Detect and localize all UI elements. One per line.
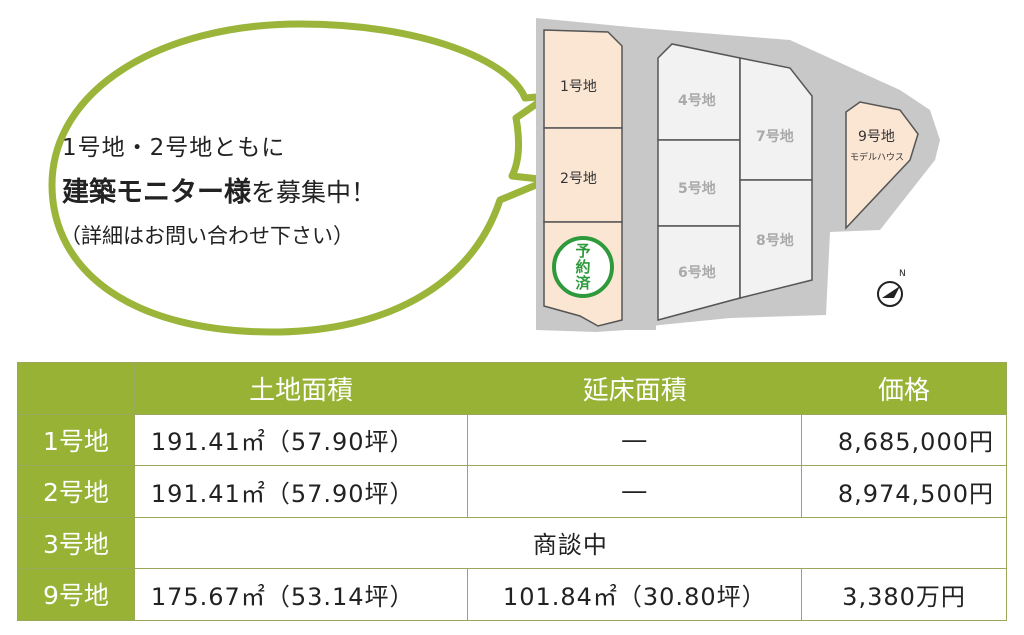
row-lot-label: 1号地 — [17, 413, 135, 466]
lot-9 — [845, 101, 919, 230]
table-row: 9号地 175.67㎡（53.14坪） 101.84㎡（30.80坪） 3,38… — [17, 568, 1007, 621]
table-row: 2号地 191.41㎡（57.90坪） ― 8,974,500円 — [17, 465, 1007, 518]
bubble-line-1: 1号地・2号地ともに — [62, 135, 286, 161]
stamp-char-1: 予 — [575, 242, 591, 260]
row-floor-area: ― — [467, 465, 803, 518]
lot-2-label: 2号地 — [560, 171, 597, 187]
lot-8 — [739, 179, 813, 299]
lot-8-label: 8号地 — [756, 233, 794, 249]
bubble-rest-text: を募集中！ — [251, 178, 377, 207]
reserved-stamp: 予 約 済 — [552, 236, 614, 298]
speech-bubble — [48, 20, 552, 336]
lot-4-label: 4号地 — [678, 93, 716, 109]
lot-price-table: 土地面積 延床面積 価格 1号地 191.41㎡（57.90坪） ― 8,685… — [17, 362, 1008, 621]
header-blank — [17, 362, 135, 415]
table-header-row: 土地面積 延床面積 価格 — [17, 362, 1007, 415]
site-plan-area: 1号地・2号地ともに 建築モニター様を募集中！ （詳細はお問い合わせ下さい） 1… — [48, 18, 940, 336]
lot-5-label: 5号地 — [678, 181, 716, 197]
row-floor-area: 101.84㎡（30.80坪） — [467, 568, 803, 621]
lot-9-sublabel: モデルハウス — [850, 153, 905, 163]
row-price: 8,685,000円 — [801, 413, 1007, 466]
lot-6-label: 6号地 — [678, 265, 716, 281]
bubble-line-3: （詳細はお問い合わせ下さい） — [60, 224, 354, 248]
row-lot-label: 2号地 — [17, 465, 135, 518]
header-price: 価格 — [801, 362, 1007, 415]
stamp-char-3: 済 — [575, 274, 591, 292]
header-land-area: 土地面積 — [133, 362, 469, 415]
compass-north-label: N — [899, 269, 906, 279]
lot-7-label: 7号地 — [756, 129, 794, 145]
table-row: 3号地 商談中 — [17, 516, 1008, 569]
header-floor-area: 延床面積 — [467, 362, 803, 415]
row-floor-area: ― — [467, 413, 803, 466]
stamp-char-2: 約 — [575, 258, 591, 276]
bubble-line-2: 建築モニター様を募集中！ — [62, 170, 376, 209]
lot-7 — [739, 57, 813, 181]
row-price: 3,380万円 — [801, 568, 1007, 621]
compass-icon: N — [872, 268, 912, 308]
row-negotiation-note: 商談中 — [133, 516, 1008, 569]
bubble-bold-text: 建築モニター様 — [62, 177, 251, 208]
row-lot-label: 9号地 — [17, 568, 135, 621]
row-land-area: 191.41㎡（57.90坪） — [133, 465, 469, 518]
row-price: 8,974,500円 — [801, 465, 1007, 518]
row-land-area: 175.67㎡（53.14坪） — [133, 568, 469, 621]
lot-9-label: 9号地 — [858, 129, 895, 145]
table-row: 1号地 191.41㎡（57.90坪） ― 8,685,000円 — [17, 413, 1007, 466]
lot-1 — [543, 29, 623, 129]
row-land-area: 191.41㎡（57.90坪） — [133, 413, 469, 466]
row-lot-label: 3号地 — [17, 516, 135, 569]
lot-1-label: 1号地 — [560, 79, 597, 95]
